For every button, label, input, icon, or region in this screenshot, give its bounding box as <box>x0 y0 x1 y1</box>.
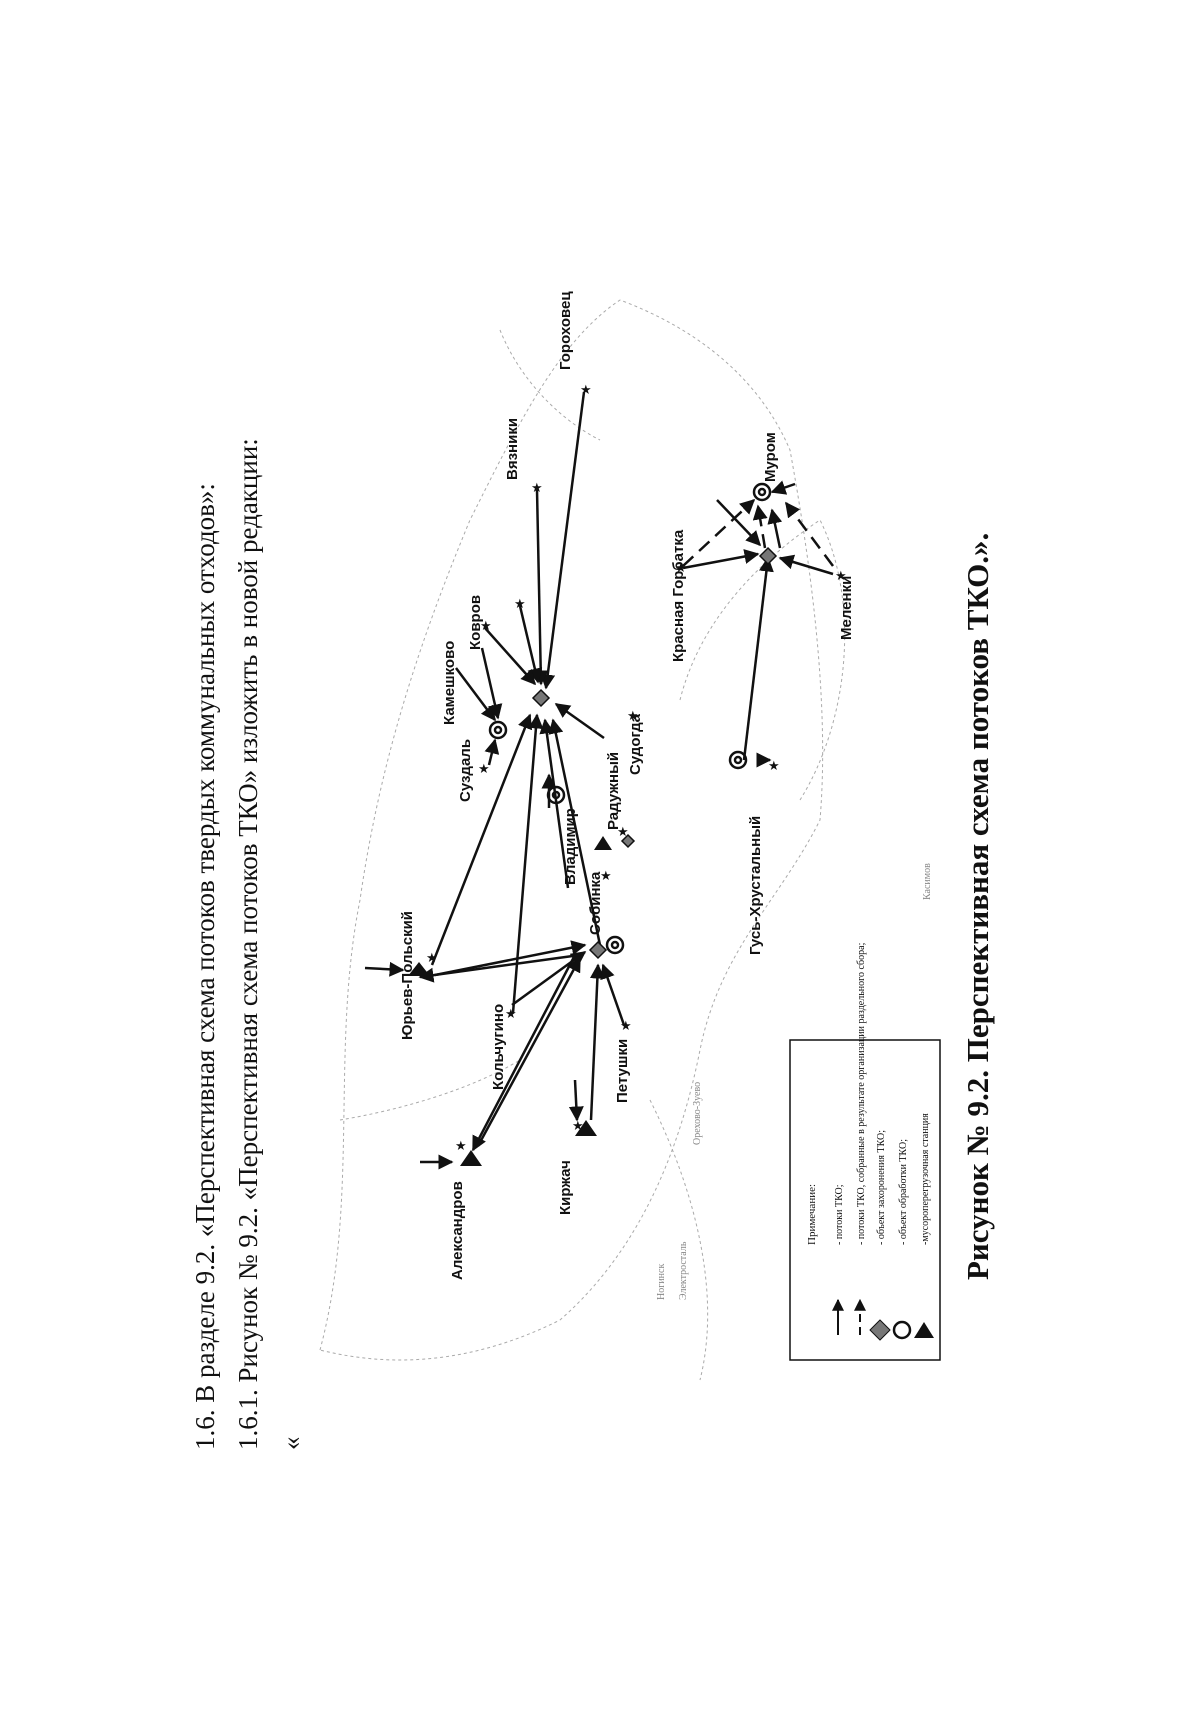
city-label-murom: Муром <box>762 432 779 482</box>
landfill-sites <box>531 546 778 960</box>
city-label-yuryev: Юрьев-Польский <box>399 911 416 1040</box>
transfer-stations <box>408 836 612 1166</box>
region-boundaries <box>319 299 846 1381</box>
svg-text:★: ★ <box>617 825 629 840</box>
settlement-stars: ★ ★ ★ ★ ★ ★ ★ ★ ★ ★ ★ ★ ★ ★ ★ ★ <box>426 383 847 1154</box>
flow-arrows <box>364 391 834 1170</box>
city-label-krasnaya-gorbatka: Красная Горбатка <box>670 529 687 662</box>
svg-text:★: ★ <box>675 561 687 576</box>
svg-text:★: ★ <box>426 951 438 966</box>
city-label-sobinka: Собинка <box>587 871 604 935</box>
city-label-petushki: Петушки <box>614 1039 631 1103</box>
svg-text:★: ★ <box>627 709 639 724</box>
faint-label-elektrostal: Электросталь <box>678 1241 689 1300</box>
legend-transfer-icon <box>914 1322 934 1338</box>
legend-item-landfill: - объект захоронения ТКО; <box>876 1130 887 1245</box>
legend-item-separate-flows: - потоки ТКО, собранные в результате орг… <box>856 942 867 1245</box>
legend-item-transfer: -мусороперегрузочная станция <box>920 1113 931 1245</box>
city-label-melenki: Меленки <box>838 576 855 640</box>
city-label-kirzhach: Киржач <box>557 1160 574 1215</box>
svg-text:★: ★ <box>580 383 592 398</box>
svg-text:★: ★ <box>480 619 492 634</box>
svg-text:★: ★ <box>514 597 526 612</box>
faint-label-noginsk: Ногинск <box>656 1264 667 1300</box>
legend-item-flows: - потоки ТКО; <box>834 1184 845 1245</box>
map-legend: Примечание: - потоки ТКО; - потоки ТКО, … <box>789 942 941 1361</box>
legend-item-processing: - объект обработки ТКО; <box>898 1139 909 1245</box>
city-label-raduzhny: Радужный <box>605 752 622 830</box>
svg-text:★: ★ <box>455 1139 467 1154</box>
processing-sites <box>488 482 772 955</box>
city-labels: Гороховец Вязники Ковров Камешково Сузда… <box>399 291 855 1280</box>
city-label-vladimir: Владимир <box>562 808 579 885</box>
svg-text:★: ★ <box>505 1007 517 1022</box>
svg-text:★: ★ <box>620 1019 632 1034</box>
svg-text:★: ★ <box>572 1119 584 1134</box>
city-label-suzdal: Суздаль <box>457 739 474 802</box>
legend-title: Примечание: <box>806 1184 818 1245</box>
legend-processing-icon <box>892 1320 912 1340</box>
city-label-kolchugino: Кольчугино <box>490 1004 507 1090</box>
svg-text:★: ★ <box>531 481 543 496</box>
svg-text:★: ★ <box>835 569 847 584</box>
city-label-vyazniki: Вязники <box>504 418 521 480</box>
legend-landfill-icon <box>869 1319 891 1341</box>
svg-text:★: ★ <box>768 759 780 774</box>
svg-text:★: ★ <box>478 762 490 777</box>
svg-text:★: ★ <box>600 869 612 884</box>
city-label-gorokhovets: Гороховец <box>557 291 574 370</box>
city-label-kovrov: Ковров <box>467 595 484 650</box>
city-label-gus: Гусь-Хрустальный <box>747 816 764 955</box>
separate-collection-arrows <box>682 498 835 567</box>
faint-label-orekhovo: Орехово-Зуево <box>692 1082 703 1145</box>
faint-label-kasimov: Касимов <box>922 863 933 900</box>
city-label-aleksandrov: Александров <box>449 1181 466 1280</box>
neighbour-labels: Орехово-Зуево Ногинск Электросталь Касим… <box>656 863 933 1300</box>
city-label-kameshkovo: Камешково <box>441 641 458 725</box>
city-label-sudogda: Судогда <box>627 713 644 775</box>
